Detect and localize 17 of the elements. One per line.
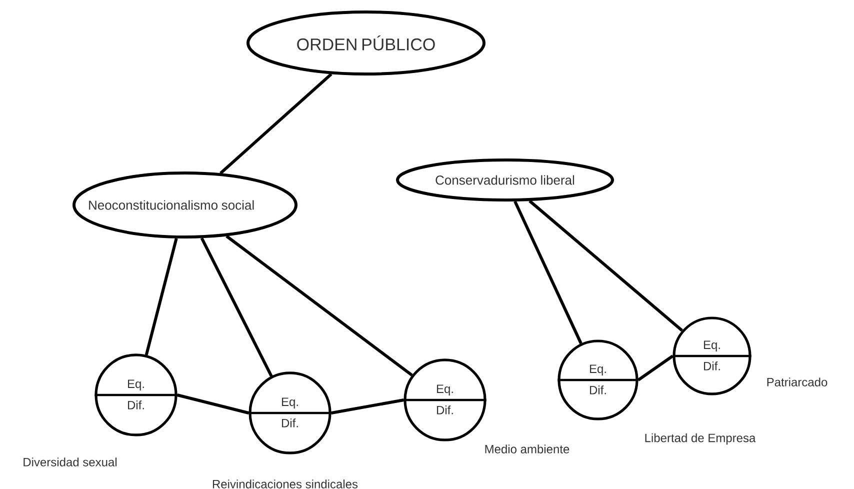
ellipse-node: Conservadurismo liberal <box>396 158 614 202</box>
connector-line <box>637 354 674 382</box>
connector-line <box>528 200 684 332</box>
connector-line <box>176 394 250 414</box>
ellipse-node: ORDEN PÚBLICO <box>246 10 486 76</box>
connector-line <box>331 398 404 414</box>
connector-line <box>144 238 178 356</box>
connector-line <box>220 72 332 174</box>
connector-line <box>200 237 273 377</box>
caption-text: Diversidad sexual <box>24 458 117 466</box>
connector-line <box>514 200 582 344</box>
connector-line <box>226 234 413 376</box>
ellipse-node: Neoconstitucionalismo social <box>72 172 298 238</box>
caption-text: Patriarcado <box>767 378 828 386</box>
caption-text: Libertad de Empresa <box>645 433 756 445</box>
caption-text: Reivindicaciones sindicales <box>212 480 358 488</box>
caption-text: Medio ambiente <box>485 444 570 454</box>
